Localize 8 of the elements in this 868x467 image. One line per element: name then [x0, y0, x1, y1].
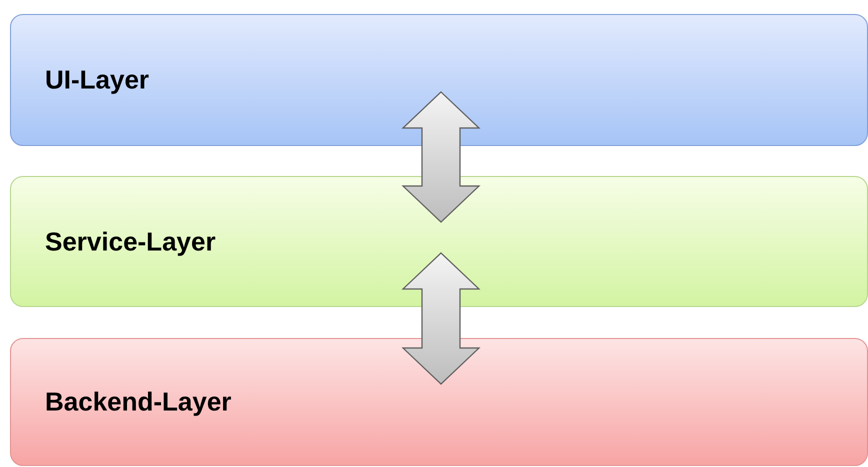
- layer-label: Service-Layer: [45, 226, 216, 257]
- layer-box: [10, 14, 868, 146]
- double-arrow: [402, 91, 480, 223]
- layer-box: [10, 176, 868, 307]
- layer-label: UI-Layer: [45, 64, 150, 96]
- double-arrow: [402, 252, 480, 385]
- layer-box: [10, 338, 868, 466]
- layer-label: Backend-Layer: [45, 386, 232, 418]
